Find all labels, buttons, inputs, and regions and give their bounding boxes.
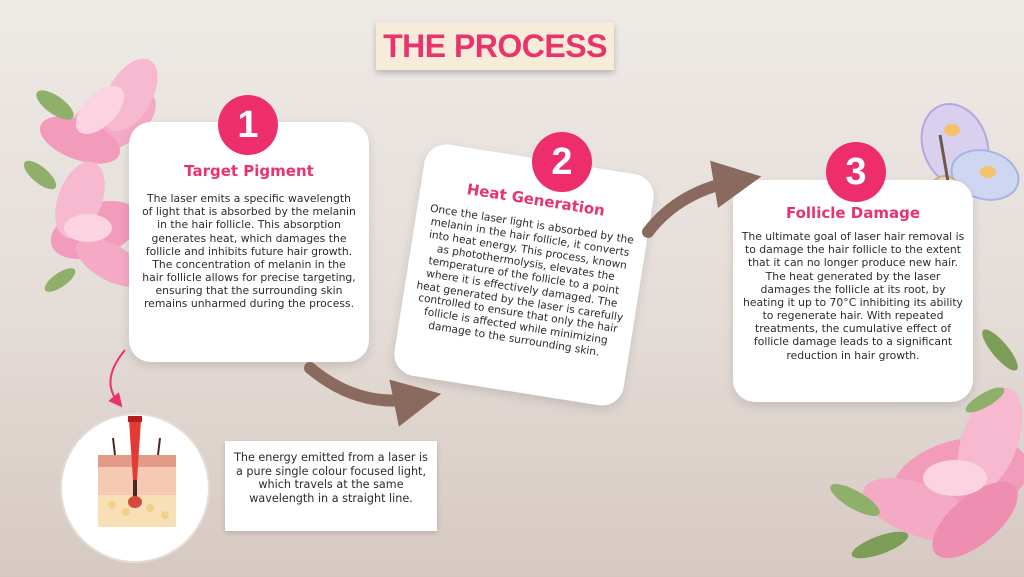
step-number: 2 [551,140,573,183]
lotus-flower-left-icon [23,160,145,292]
lotus-flower-bottom-right-icon [830,329,1024,559]
step-card-3: Follicle Damage The ultimate goal of las… [733,180,973,402]
step-description: The laser emits a specific wavelength of… [142,192,356,311]
step-number-badge: 3 [826,142,886,202]
step-heading: Target Pigment [184,162,314,180]
step-number: 3 [845,150,867,193]
page-title: THE PROCESS [383,27,607,64]
note-text: The energy emitted from a laser is a pur… [234,451,428,505]
arrow-step2-to-step3 [642,160,762,238]
title-banner: THE PROCESS [376,22,614,70]
arrow-step1-to-step2 [304,362,442,427]
hair-follicle-illustration-icon [60,413,210,563]
step-heading: Follicle Damage [785,204,921,222]
arrow-step1-to-note [108,349,126,408]
step-description: The ultimate goal of laser hair removal … [741,230,965,362]
lotus-flower-top-left-icon [36,58,168,164]
step-number-badge: 1 [218,95,278,155]
step-number-badge: 2 [532,132,592,192]
step-card-1: Target Pigment The laser emits a specifi… [129,122,369,362]
laser-info-note: The energy emitted from a laser is a pur… [225,441,437,531]
step-number: 1 [237,103,259,146]
